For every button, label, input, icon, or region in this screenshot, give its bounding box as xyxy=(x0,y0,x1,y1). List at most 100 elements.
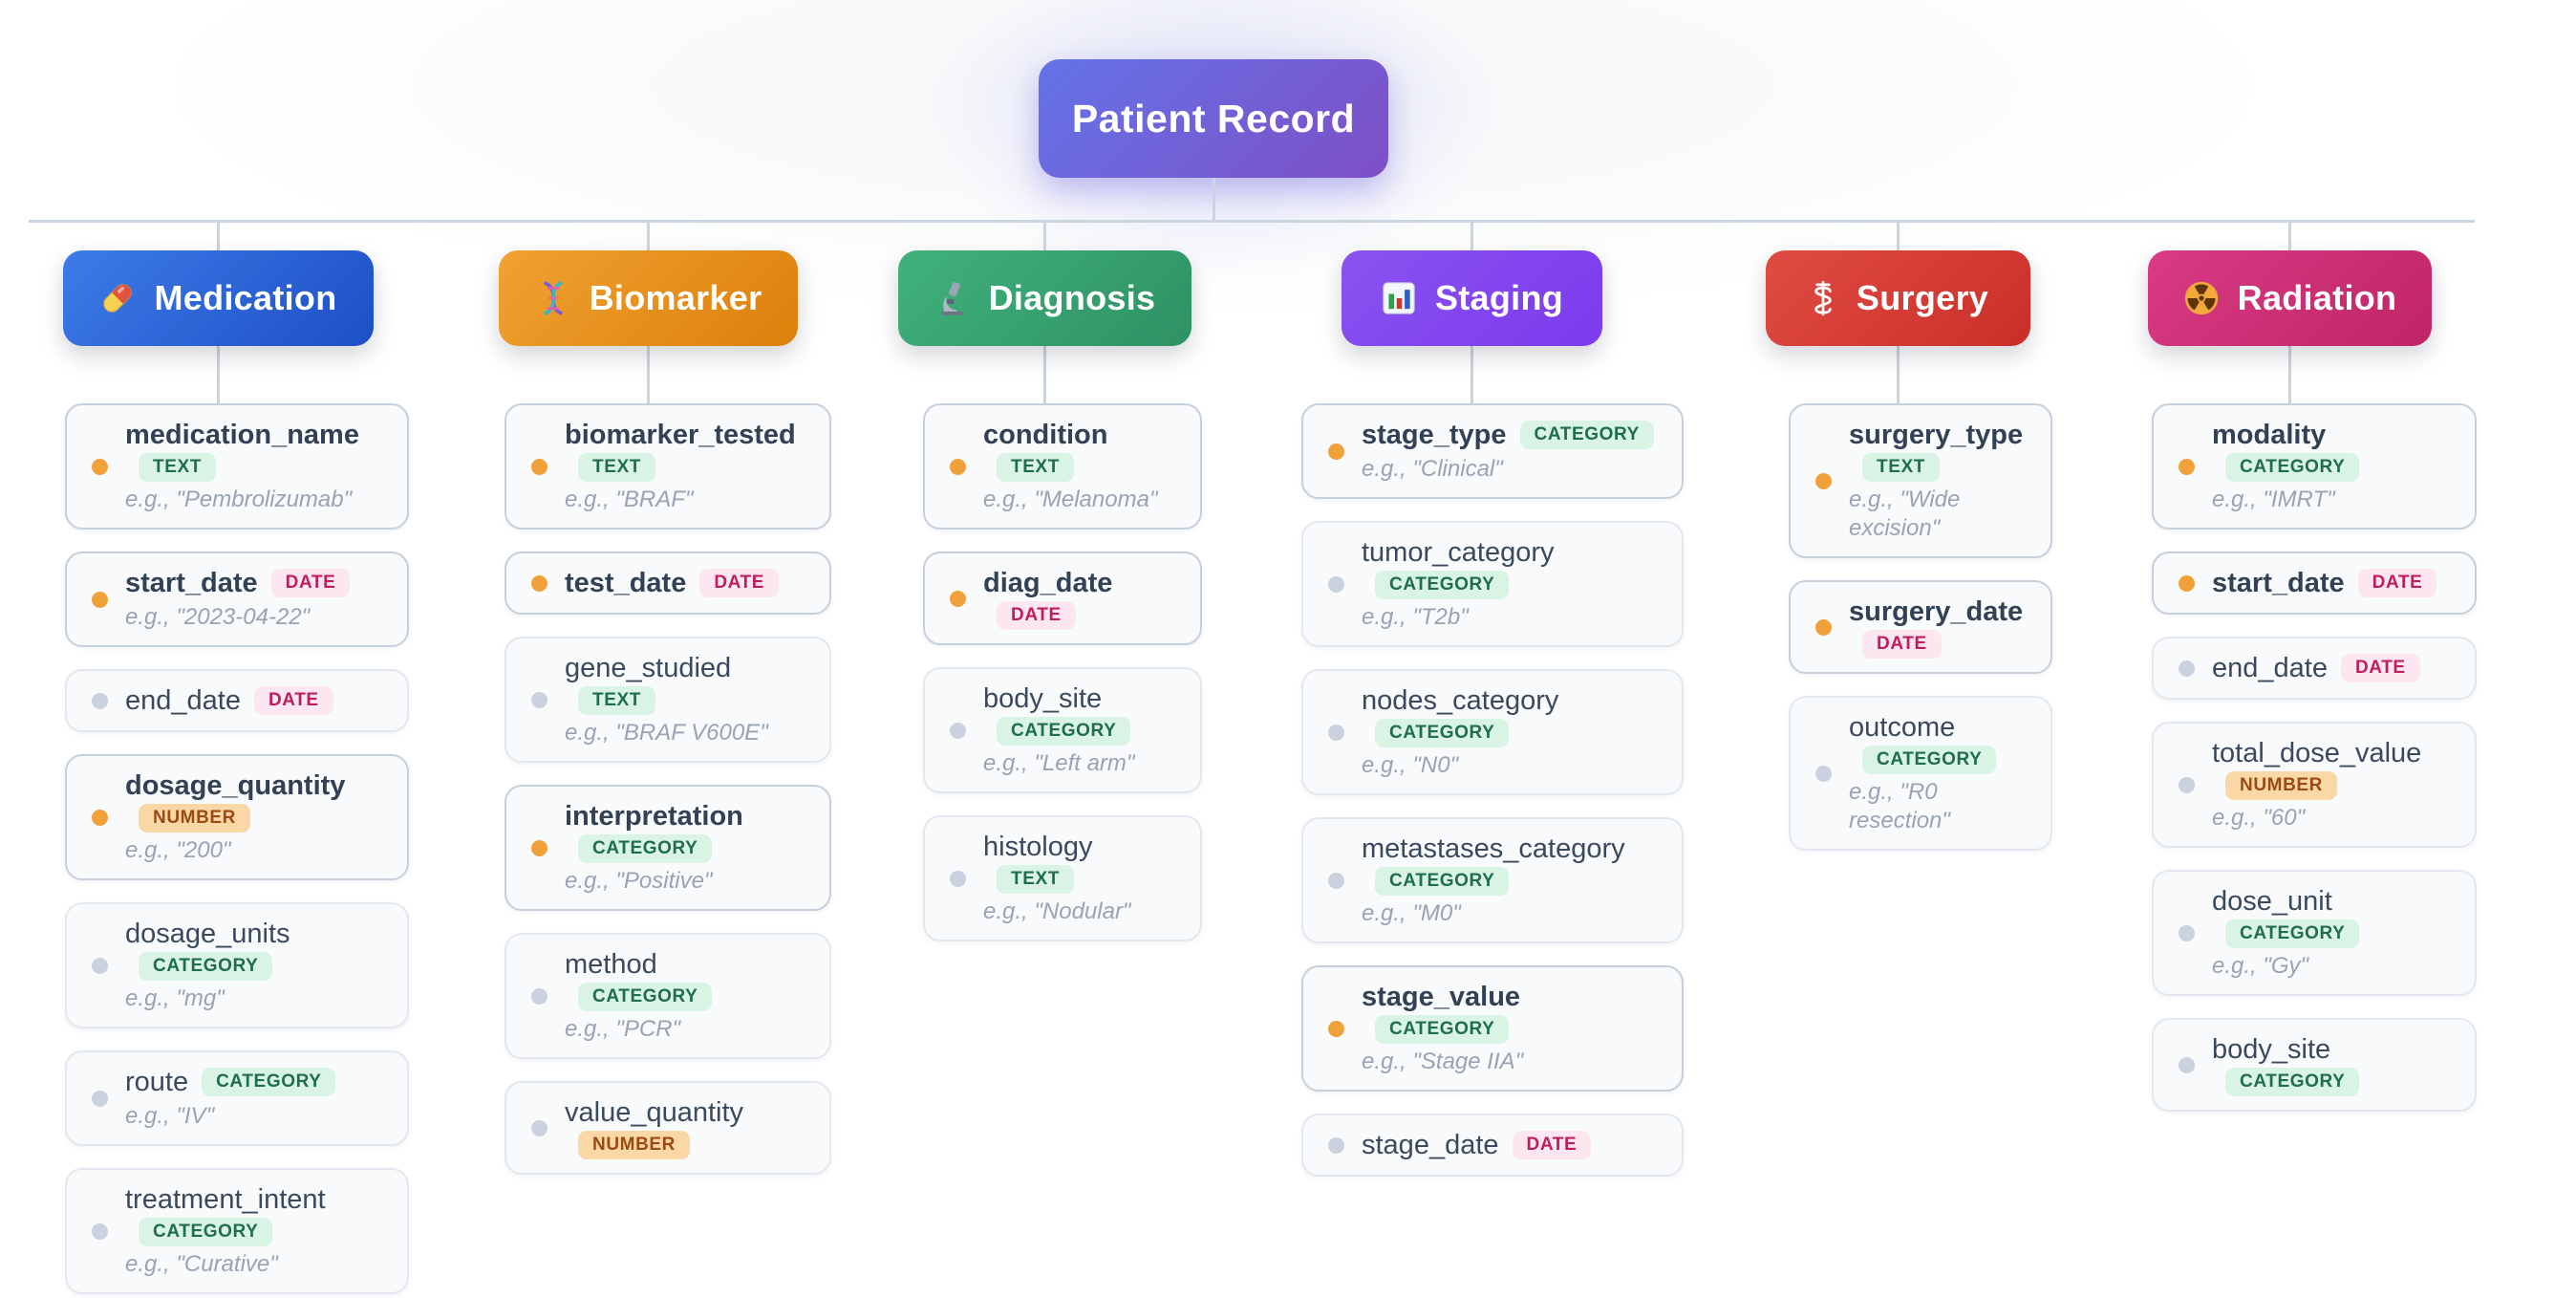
field-name: value_quantity xyxy=(565,1097,744,1128)
branch-connector-medication xyxy=(216,223,220,250)
field-example: e.g., "2023-04-22" xyxy=(125,604,311,630)
dna-icon xyxy=(534,279,572,317)
field-example: e.g., "R0 resection" xyxy=(1849,779,1950,833)
category-label: Radiation xyxy=(2237,278,2397,317)
category-label: Surgery xyxy=(1856,278,1989,317)
field-name: body_site xyxy=(2212,1034,2331,1065)
field-example: e.g., "Stage IIA" xyxy=(1362,1049,1524,1074)
required-dot xyxy=(92,591,108,608)
field-name: gene_studied xyxy=(565,653,732,683)
field-name: nodes_category xyxy=(1362,685,1559,716)
field-example: e.g., "200" xyxy=(125,837,231,863)
optional-dot xyxy=(1328,575,1344,593)
type-badge-date: DATE xyxy=(2340,654,2420,682)
field-name: outcome xyxy=(1849,712,1956,743)
required-dot xyxy=(2179,574,2195,592)
field-name: condition xyxy=(983,420,1108,450)
category-header-surgery: Surgery xyxy=(1765,250,2030,346)
required-dot xyxy=(1328,443,1344,460)
field-example: e.g., "Clinical" xyxy=(1362,456,1503,482)
category-label: Biomarker xyxy=(589,278,762,317)
field-name: dosage_quantity xyxy=(125,770,346,801)
field-name: dose_unit xyxy=(2212,886,2332,917)
field-example: e.g., "N0" xyxy=(1362,752,1459,778)
type-badge-category: CATEGORY xyxy=(202,1068,336,1096)
field-example: e.g., "Wide excision" xyxy=(1849,487,1961,541)
field-name: stage_value xyxy=(1362,982,1521,1012)
type-badge-category: CATEGORY xyxy=(2225,919,2360,948)
field-name: total_dose_value xyxy=(2212,738,2422,768)
category-header-radiation: Radiation xyxy=(2147,250,2432,346)
category-header-diagnosis: Diagnosis xyxy=(897,250,1191,346)
optional-dot xyxy=(2179,776,2195,793)
type-badge-category: CATEGORY xyxy=(139,952,273,981)
type-badge-date: DATE xyxy=(997,601,1076,630)
required-dot xyxy=(531,458,547,475)
optional-dot xyxy=(1328,724,1344,741)
type-badge-category: CATEGORY xyxy=(1862,746,1997,774)
type-badge-date: DATE xyxy=(2357,569,2437,597)
category-label: Staging xyxy=(1434,278,1564,317)
category-header-medication: Medication xyxy=(62,250,374,346)
optional-dot xyxy=(92,957,108,974)
type-badge-date: DATE xyxy=(1512,1131,1592,1159)
required-dot xyxy=(1815,472,1832,489)
field-name: method xyxy=(565,949,657,980)
radiation-icon xyxy=(2182,279,2221,317)
optional-dot xyxy=(950,722,966,739)
optional-dot xyxy=(1328,872,1344,889)
bar-chart-icon xyxy=(1380,279,1418,317)
optional-dot xyxy=(2179,660,2195,677)
type-badge-date: DATE xyxy=(253,686,333,715)
optional-dot xyxy=(531,691,547,708)
header-card-connector-medication xyxy=(216,346,220,403)
type-badge-category: CATEGORY xyxy=(1375,719,1510,747)
required-dot xyxy=(1815,618,1832,636)
required-dot xyxy=(950,590,966,607)
field-name: stage_type xyxy=(1362,420,1507,450)
type-badge-number: NUMBER xyxy=(2225,771,2337,800)
field-name: test_date xyxy=(565,568,687,598)
field-example: e.g., "PCR" xyxy=(565,1016,681,1042)
